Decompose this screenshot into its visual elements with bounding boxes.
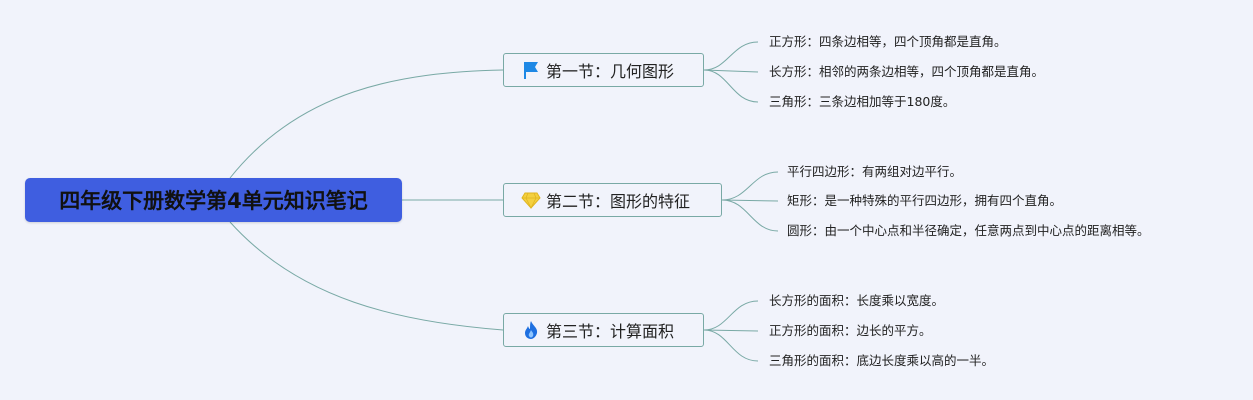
connector-root-branch-3 bbox=[229, 221, 504, 331]
connector-b2-leaf-1 bbox=[721, 171, 779, 201]
branch-topic-1-label: 第一节：几何图形 bbox=[546, 62, 675, 81]
leaf-3-2[interactable]: 正方形的面积：边长的平方。 bbox=[769, 323, 932, 338]
connector-b1-leaf-2 bbox=[703, 69, 759, 73]
branch-topic-3-label: 第三节：计算面积 bbox=[546, 322, 675, 341]
connector-b1-leaf-3 bbox=[703, 69, 759, 103]
leaf-1-1[interactable]: 正方形：四条边相等，四个顶角都是直角。 bbox=[769, 34, 1007, 49]
leaf-2-1[interactable]: 平行四边形：有两组对边平行。 bbox=[787, 164, 963, 179]
connector-b2-leaf-2 bbox=[721, 199, 779, 202]
leaf-2-3[interactable]: 圆形：由一个中心点和半径确定，任意两点到中心点的距离相等。 bbox=[787, 223, 1150, 238]
leaf-3-3[interactable]: 三角形的面积：底边长度乘以高的一半。 bbox=[769, 353, 995, 368]
branch-topic-3[interactable]: 第三节：计算面积 bbox=[503, 313, 704, 347]
leaf-1-2[interactable]: 长方形：相邻的两条边相等，四个顶角都是直角。 bbox=[769, 64, 1045, 79]
branch-topic-1[interactable]: 第一节：几何图形 bbox=[503, 53, 704, 87]
branch-topic-2-label: 第二节：图形的特征 bbox=[546, 192, 691, 211]
diamond-icon bbox=[521, 192, 541, 209]
leaf-1-3[interactable]: 三角形：三条边相加等于180度。 bbox=[769, 94, 956, 109]
branch-topic-2[interactable]: 第二节：图形的特征 bbox=[503, 183, 722, 217]
leaf-2-2[interactable]: 矩形：是一种特殊的平行四边形，拥有四个直角。 bbox=[787, 193, 1063, 208]
fire-icon bbox=[525, 321, 538, 339]
connector-b1-leaf-1 bbox=[703, 41, 759, 71]
root-topic-label: 四年级下册数学第4单元知识笔记 bbox=[59, 189, 368, 213]
connector-b3-leaf-2 bbox=[703, 329, 759, 332]
flag-icon bbox=[524, 62, 538, 79]
connector-b3-leaf-1 bbox=[703, 300, 759, 331]
connector-b2-leaf-3 bbox=[721, 199, 779, 232]
connector-b3-leaf-3 bbox=[703, 329, 759, 362]
root-topic[interactable]: 四年级下册数学第4单元知识笔记 bbox=[25, 178, 402, 222]
connector-root-branch-1 bbox=[229, 69, 504, 179]
leaf-3-1[interactable]: 长方形的面积：长度乘以宽度。 bbox=[769, 293, 945, 308]
